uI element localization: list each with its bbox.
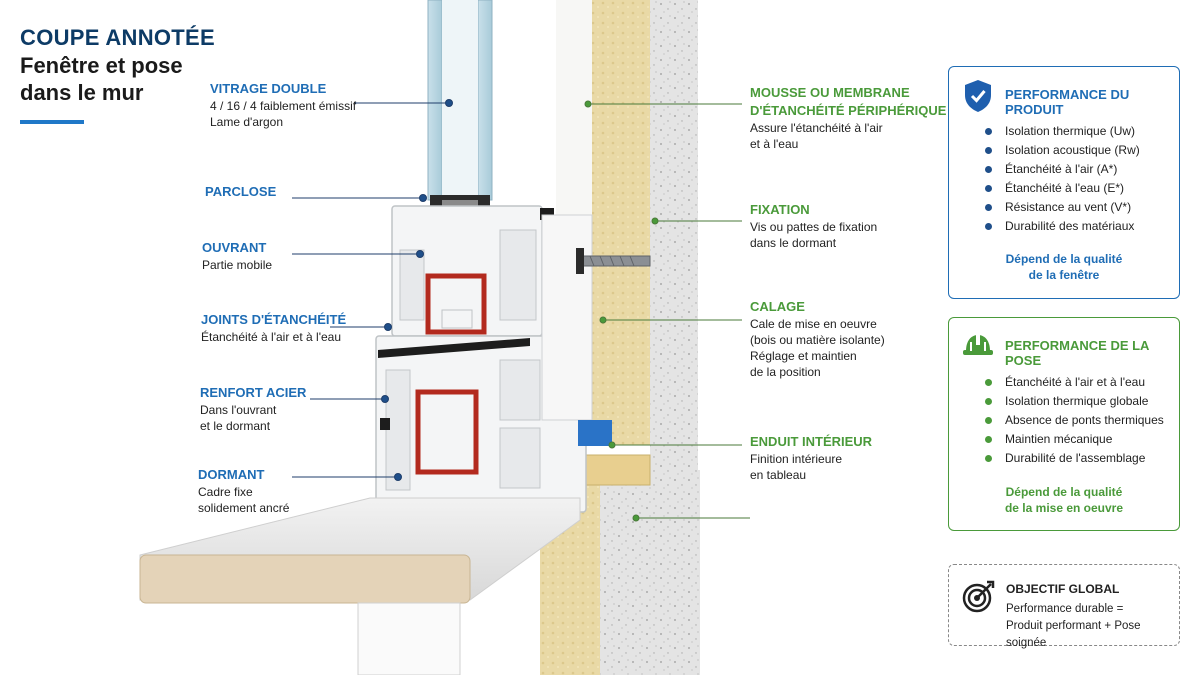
calage-block	[578, 420, 612, 446]
title-underline	[20, 120, 84, 124]
target-icon	[962, 580, 995, 613]
list-item: Isolation thermique globale	[985, 392, 1164, 411]
goal-card-title: OBJECTIF GLOBAL	[1006, 582, 1120, 596]
list-item: Résistance au vent (V*)	[985, 198, 1140, 217]
install-card-footer: Dépend de la qualité de la mise en oeuvr…	[1004, 485, 1124, 515]
frame-reinforcement	[415, 389, 479, 475]
label-fixing: FIXATION Vis ou pattes de fixation dans …	[750, 202, 878, 250]
label-shimming: CALAGE Cale de mise en oeuvre (bois ou m…	[750, 299, 885, 379]
glass-pane-inner	[477, 0, 493, 201]
product-card-list: Isolation thermique (Uw) Isolation acous…	[985, 122, 1140, 236]
wall-concrete-outer	[650, 0, 698, 470]
list-item: Étanchéité à l'eau (E*)	[985, 179, 1140, 198]
page-title: COUPE ANNOTÉE	[20, 25, 215, 50]
list-item: Isolation thermique (Uw)	[985, 122, 1140, 141]
list-item: Étanchéité à l'air et à l'eau	[985, 373, 1164, 392]
page-subtitle-line1: Fenêtre et pose	[20, 53, 183, 78]
wall-insulation	[592, 0, 650, 445]
installation-performance-card: PERFORMANCE DE LA POSE Étanchéité à l'ai…	[948, 317, 1180, 531]
install-card-list: Étanchéité à l'air et à l'eau Isolation …	[985, 373, 1164, 468]
product-performance-card: PERFORMANCE DU PRODUIT Isolation thermiq…	[948, 66, 1180, 299]
wall-concrete-lower	[600, 470, 700, 675]
label-frame: DORMANT Cadre fixe solidement ancré	[198, 467, 290, 515]
label-double-glazing: VITRAGE DOUBLE 4 / 16 / 4 faiblement émi…	[210, 81, 357, 129]
interior-plaster	[556, 0, 592, 225]
sill-support	[357, 602, 461, 675]
label-glazing-bead: PARCLOSE	[205, 184, 277, 199]
product-card-footer: Dépend de la qualité de la fenêtre	[1005, 252, 1123, 282]
product-card-title: PERFORMANCE DU PRODUIT	[1005, 87, 1130, 117]
sill-edge	[139, 554, 471, 604]
list-item: Durabilité de l'assemblage	[985, 449, 1164, 468]
label-steel-reinforcement: RENFORT ACIER Dans l'ouvrant et le dorma…	[200, 385, 307, 433]
hard-hat-icon	[963, 333, 993, 355]
list-item: Étanchéité à l'air (A*)	[985, 160, 1140, 179]
glass-pane-outer	[427, 0, 443, 201]
list-item: Maintien mécanique	[985, 430, 1164, 449]
label-sash: OUVRANT Partie mobile	[202, 240, 273, 272]
gasket-strip	[378, 338, 530, 358]
list-item: Absence de ponts thermiques	[985, 411, 1164, 430]
install-card-title: PERFORMANCE DE LA POSE	[1005, 338, 1149, 368]
shield-check-icon	[965, 80, 991, 112]
list-item: Durabilité des matériaux	[985, 217, 1140, 236]
global-objective-card: OBJECTIF GLOBAL Performance durable = Pr…	[948, 564, 1180, 649]
frame-extension	[541, 214, 593, 421]
list-item: Isolation acoustique (Rw)	[985, 141, 1140, 160]
label-foam-membrane: MOUSSE OU MEMBRANE D'ÉTANCHÉITÉ PÉRIPHÉR…	[750, 85, 947, 151]
label-interior-plaster: ENDUIT INTÉRIEUR Finition intérieure en …	[750, 434, 873, 482]
page-title-block: COUPE ANNOTÉE Fenêtre et pose dans le mu…	[20, 24, 215, 124]
goal-card-text: Performance durable = Produit performant…	[1006, 603, 1141, 649]
page-subtitle-line2: dans le mur	[20, 80, 144, 105]
sash-reinforcement	[425, 273, 487, 335]
label-gaskets: JOINTS D'ÉTANCHÉITÉ Étanchéité à l'air e…	[201, 312, 347, 344]
